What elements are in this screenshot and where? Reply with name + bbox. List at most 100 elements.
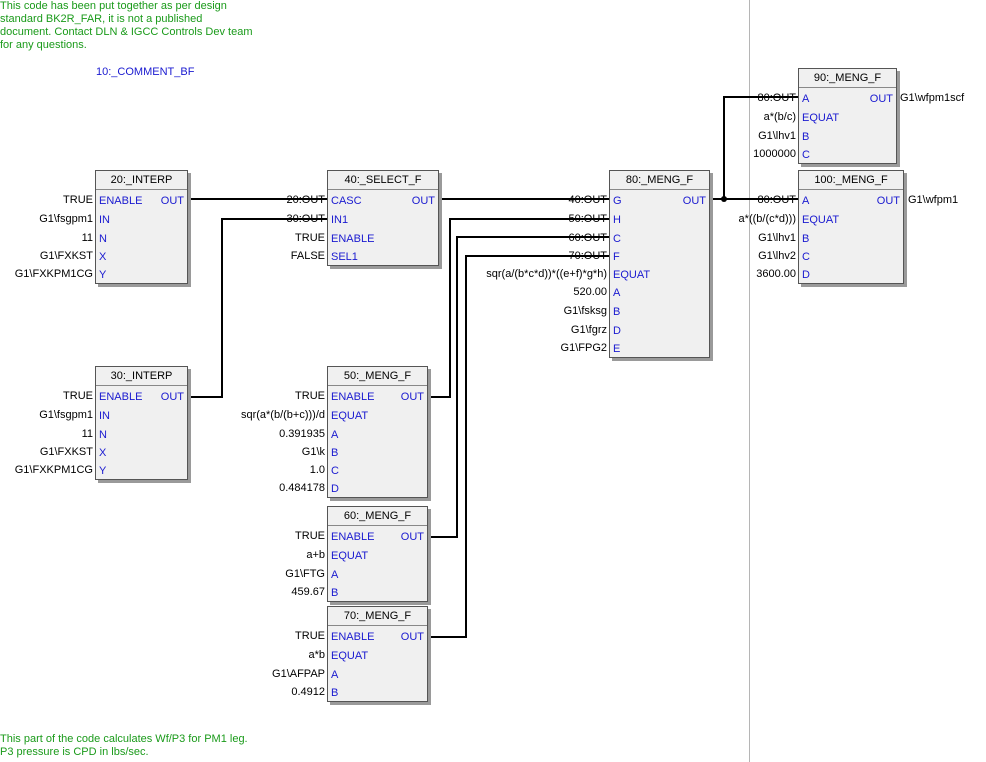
- pin-x[interactable]: X: [99, 447, 107, 459]
- input-value[interactable]: 70:OUT: [568, 250, 607, 262]
- pin-n[interactable]: N: [99, 233, 107, 245]
- pin-c[interactable]: C: [802, 251, 810, 263]
- pin-out[interactable]: OUT: [876, 195, 900, 207]
- input-value[interactable]: 20:OUT: [286, 194, 325, 206]
- input-value[interactable]: 40:OUT: [568, 194, 607, 206]
- pin-enable[interactable]: ENABLE: [99, 195, 143, 207]
- input-value[interactable]: 60:OUT: [568, 232, 607, 244]
- input-value[interactable]: 30:OUT: [286, 213, 325, 225]
- pin-b[interactable]: B: [331, 447, 339, 459]
- input-value[interactable]: 1000000: [753, 148, 796, 160]
- pin-f[interactable]: F: [613, 251, 620, 263]
- pin-a[interactable]: A: [331, 429, 339, 441]
- pin-b[interactable]: B: [802, 131, 810, 143]
- input-value[interactable]: 80:OUT: [757, 92, 796, 104]
- pin-a[interactable]: A: [802, 93, 810, 105]
- pin-h[interactable]: H: [613, 214, 621, 226]
- input-value[interactable]: G1\lhv2: [758, 250, 796, 262]
- input-value[interactable]: 459.67: [291, 586, 325, 598]
- input-value[interactable]: a*b: [308, 649, 325, 661]
- input-value[interactable]: 0.391935: [279, 428, 325, 440]
- pin-in[interactable]: IN: [99, 410, 110, 422]
- block-30-interp[interactable]: 30:_INTERP ENABLE IN N X Y OUT: [95, 366, 188, 480]
- input-value[interactable]: 3600.00: [756, 268, 796, 280]
- block-80-meng[interactable]: 80:_MENG_F G H C F EQUAT A B D E OUT: [609, 170, 710, 358]
- pin-out[interactable]: OUT: [400, 391, 424, 403]
- pin-out[interactable]: OUT: [160, 391, 184, 403]
- input-value[interactable]: 80:OUT: [757, 194, 796, 206]
- pin-casc[interactable]: CASC: [331, 195, 362, 207]
- input-value[interactable]: TRUE: [295, 390, 325, 402]
- pin-c[interactable]: C: [331, 465, 339, 477]
- pin-enable[interactable]: ENABLE: [331, 631, 375, 643]
- input-value[interactable]: TRUE: [295, 630, 325, 642]
- pin-a[interactable]: A: [802, 195, 810, 207]
- pin-b[interactable]: B: [331, 587, 339, 599]
- pin-c[interactable]: C: [802, 149, 810, 161]
- block-20-interp[interactable]: 20:_INTERP ENABLE IN N X Y OUT: [95, 170, 188, 284]
- block-60-meng[interactable]: 60:_MENG_F ENABLE EQUAT A B OUT: [327, 506, 428, 602]
- pin-d[interactable]: D: [331, 483, 339, 495]
- pin-equat[interactable]: EQUAT: [613, 269, 651, 281]
- pin-equat[interactable]: EQUAT: [802, 112, 840, 124]
- pin-out[interactable]: OUT: [400, 631, 424, 643]
- input-value[interactable]: sqr(a/(b*c*d))*((e+f)*g*h): [486, 268, 607, 280]
- pin-sel1[interactable]: SEL1: [331, 251, 358, 263]
- pin-enable[interactable]: ENABLE: [331, 531, 375, 543]
- input-value[interactable]: G1\fgrz: [570, 324, 607, 336]
- input-value[interactable]: 0.4912: [291, 686, 325, 698]
- input-value[interactable]: 1.0: [309, 464, 325, 476]
- input-value[interactable]: FALSE: [290, 250, 325, 262]
- pin-n[interactable]: N: [99, 429, 107, 441]
- input-value[interactable]: 11: [81, 232, 93, 244]
- pin-enable[interactable]: ENABLE: [331, 391, 375, 403]
- block-100-meng[interactable]: 100:_MENG_F A EQUAT B C D OUT: [798, 170, 904, 284]
- pin-a[interactable]: A: [331, 569, 339, 581]
- pin-e[interactable]: E: [613, 343, 621, 355]
- input-value[interactable]: 50:OUT: [568, 213, 607, 225]
- pin-enable[interactable]: ENABLE: [331, 233, 375, 245]
- pin-equat[interactable]: EQUAT: [802, 214, 840, 226]
- pin-out[interactable]: OUT: [682, 195, 706, 207]
- input-value[interactable]: G1\FXKPM1CG: [14, 268, 93, 280]
- pin-a[interactable]: A: [613, 287, 621, 299]
- pin-equat[interactable]: EQUAT: [331, 410, 369, 422]
- pin-equat[interactable]: EQUAT: [331, 550, 369, 562]
- input-value[interactable]: G1\fsgpm1: [39, 213, 93, 225]
- pin-c[interactable]: C: [613, 233, 621, 245]
- input-value[interactable]: G1\FPG2: [560, 342, 607, 354]
- pin-x[interactable]: X: [99, 251, 107, 263]
- input-value[interactable]: TRUE: [295, 232, 325, 244]
- block-70-meng[interactable]: 70:_MENG_F ENABLE EQUAT A B OUT: [327, 606, 428, 702]
- input-value[interactable]: a*(b/c): [763, 111, 796, 123]
- input-value[interactable]: TRUE: [63, 390, 93, 402]
- input-value[interactable]: G1\lhv1: [758, 130, 796, 142]
- input-value[interactable]: sqr(a*(b/(b+c)))/d: [240, 409, 325, 421]
- input-value[interactable]: G1\fsksg: [563, 305, 607, 317]
- input-value[interactable]: a*((b/(c*d))): [738, 213, 796, 225]
- input-value[interactable]: G1\FTG: [285, 568, 325, 580]
- pin-in1[interactable]: IN1: [331, 214, 349, 226]
- block-40-select[interactable]: 40:_SELECT_F CASC IN1 ENABLE SEL1 OUT: [327, 170, 439, 266]
- pin-b[interactable]: B: [802, 233, 810, 245]
- input-value[interactable]: G1\FXKPM1CG: [14, 464, 93, 476]
- pin-g[interactable]: G: [613, 195, 622, 207]
- input-value[interactable]: G1\AFPAP: [272, 668, 325, 680]
- input-value[interactable]: TRUE: [295, 530, 325, 542]
- pin-d[interactable]: D: [613, 325, 621, 337]
- input-value[interactable]: G1\fsgpm1: [39, 409, 93, 421]
- output-value[interactable]: G1\wfpm1: [908, 194, 959, 206]
- input-value[interactable]: TRUE: [63, 194, 93, 206]
- input-value[interactable]: 0.484178: [279, 482, 325, 494]
- pin-b[interactable]: B: [331, 687, 339, 699]
- pin-in[interactable]: IN: [99, 214, 110, 226]
- block-90-meng[interactable]: 90:_MENG_F A EQUAT B C OUT: [798, 68, 897, 164]
- comment-block-label[interactable]: 10:_COMMENT_BF: [96, 66, 195, 78]
- input-value[interactable]: G1\FXKST: [39, 250, 93, 262]
- pin-y[interactable]: Y: [99, 269, 107, 281]
- pin-y[interactable]: Y: [99, 465, 107, 477]
- input-value[interactable]: 520.00: [573, 286, 607, 298]
- pin-d[interactable]: D: [802, 269, 810, 281]
- input-value[interactable]: 11: [81, 428, 93, 440]
- input-value[interactable]: G1\FXKST: [39, 446, 93, 458]
